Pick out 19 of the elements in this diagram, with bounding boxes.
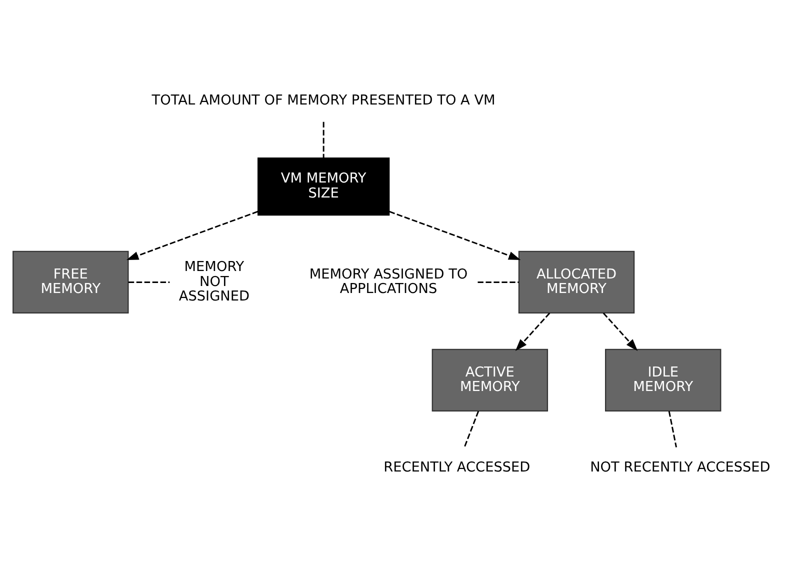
connector: [128, 281, 170, 283]
node-box: FREE MEMORY: [12, 250, 129, 314]
connector: [668, 411, 678, 448]
connector: [464, 410, 480, 448]
node-text: MEMORY NOT ASSIGNED: [178, 258, 250, 305]
arrow: [515, 312, 550, 351]
node-box: VM MEMORY SIZE: [258, 157, 390, 216]
node-box: ALLOCATED MEMORY: [518, 250, 635, 314]
connector: [478, 281, 519, 283]
node-text: TOTAL AMOUNT OF MEMORY PRESENTED TO A VM: [152, 92, 496, 109]
node-box: IDLE MEMORY: [605, 348, 722, 412]
node-text: NOT RECENTLY ACCESSED: [590, 459, 770, 476]
node-box: ACTIVE MEMORY: [432, 348, 548, 412]
arrow: [126, 210, 258, 260]
connector: [322, 122, 324, 158]
arrow: [389, 210, 521, 260]
arrow: [602, 312, 638, 351]
node-text: RECENTLY ACCESSED: [384, 459, 530, 476]
node-text: MEMORY ASSIGNED TO APPLICATIONS: [309, 266, 468, 298]
